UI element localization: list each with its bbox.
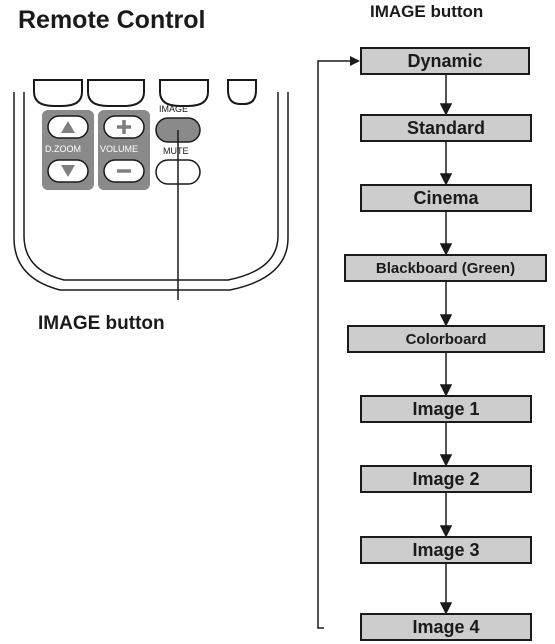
mode-box-colorboard: Colorboard	[347, 325, 545, 353]
mode-box-image-3: Image 3	[360, 536, 532, 564]
top-button-2	[87, 79, 145, 107]
loop-arrowhead	[350, 56, 360, 66]
mode-label: Image 1	[412, 398, 480, 419]
mode-label: Blackboard (Green)	[375, 259, 516, 277]
mute-button-label: MUTE	[163, 146, 189, 156]
mode-box-image-1: Image 1	[360, 395, 532, 423]
dzoom-label: D.ZOOM	[45, 144, 81, 154]
mode-box-image-4: Image 4	[360, 613, 532, 641]
top-button-4	[227, 79, 257, 105]
mode-label: Image 4	[412, 616, 480, 637]
mode-box-blackboard-green: Blackboard (Green)	[344, 254, 547, 282]
image-button-callout-label: IMAGE button	[38, 313, 165, 334]
volume-plus-glyph	[117, 120, 131, 134]
mode-label: Image 2	[412, 468, 480, 489]
flow-arrows	[439, 75, 453, 615]
top-button-3	[159, 79, 209, 107]
mode-label: Colorboard	[405, 330, 487, 348]
mode-label: Cinema	[413, 187, 479, 208]
mode-box-cinema: Cinema	[360, 184, 532, 212]
mode-box-image-2: Image 2	[360, 465, 532, 493]
mode-box-dynamic: Dynamic	[360, 47, 530, 75]
dzoom-down-arrow	[61, 165, 75, 177]
mode-label: Standard	[406, 117, 485, 138]
image-button-label: IMAGE	[159, 104, 189, 114]
image-button-header: IMAGE button	[370, 2, 484, 21]
remote-outline-inner	[23, 92, 279, 281]
mode-label: Dynamic	[407, 50, 483, 71]
mode-label: Image 3	[412, 539, 480, 560]
volume-label: VOLUME	[100, 144, 139, 154]
remote-control-title: Remote Control	[18, 6, 206, 34]
mode-box-standard: Standard	[360, 114, 532, 142]
loop-line	[317, 60, 350, 629]
top-button-1	[33, 79, 83, 107]
remote-outline-outer	[13, 92, 289, 291]
dzoom-up-arrow	[61, 121, 75, 133]
